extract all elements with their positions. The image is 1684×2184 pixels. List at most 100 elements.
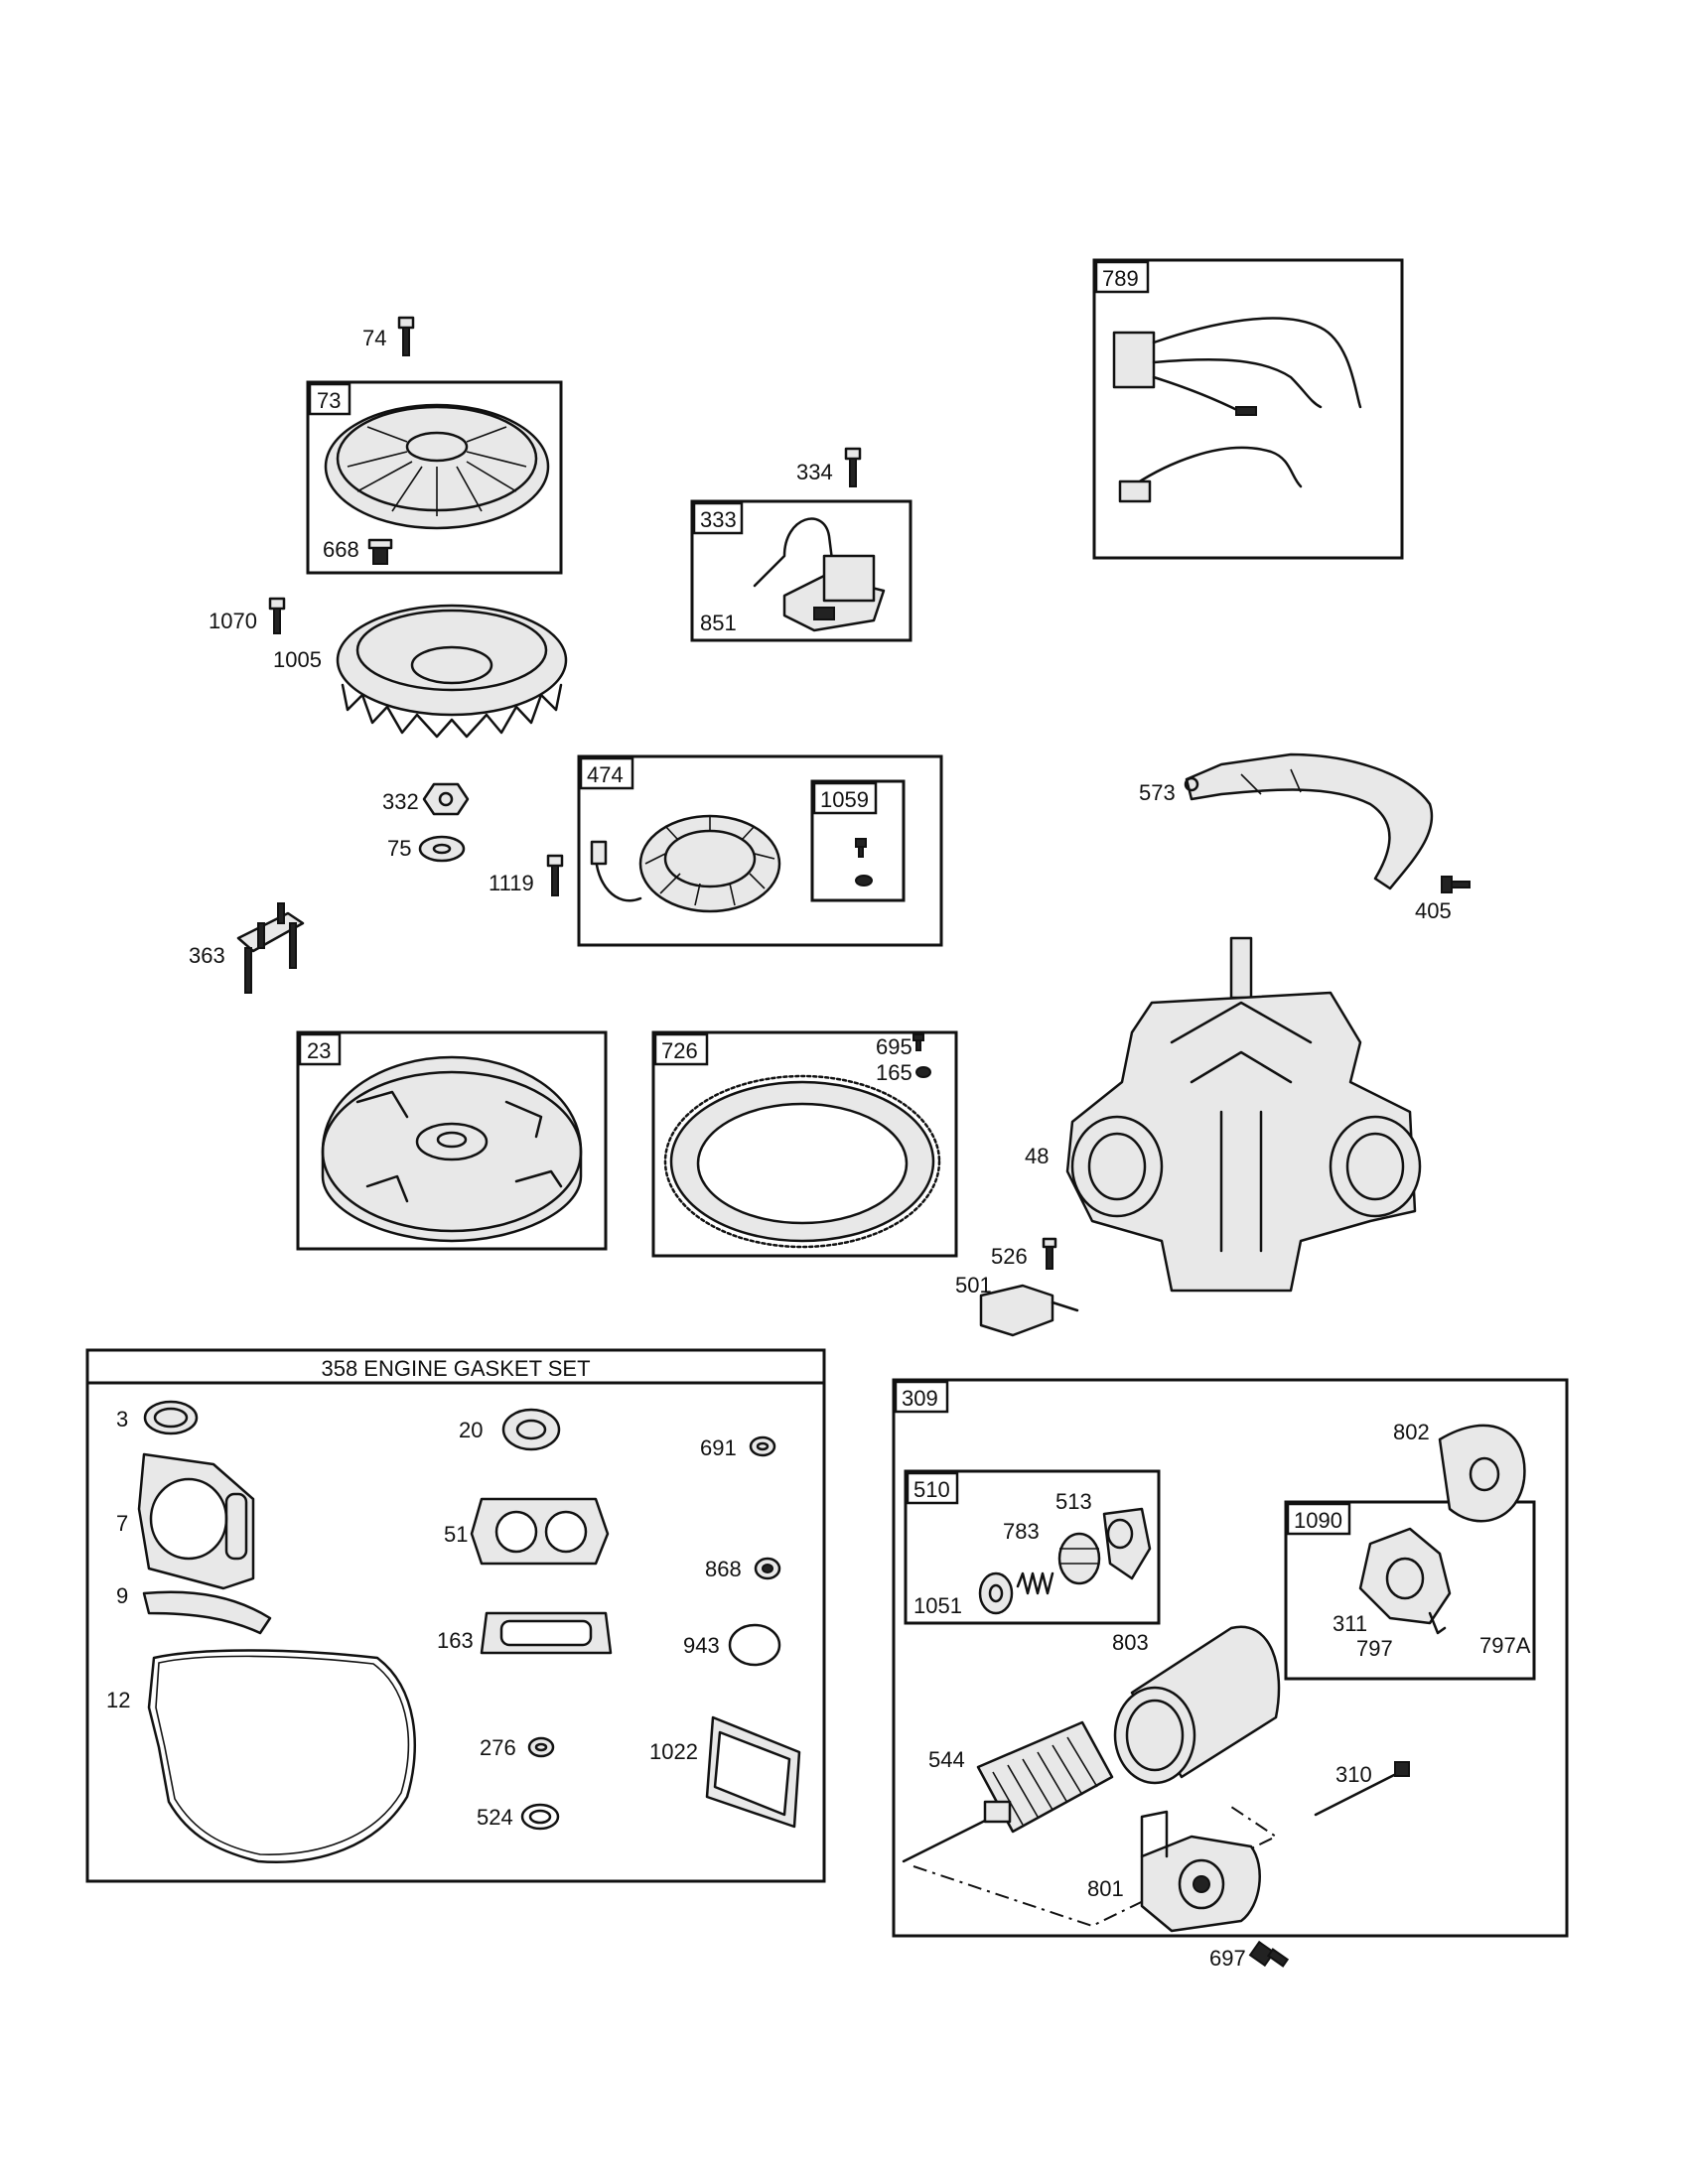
gasket-9 (142, 1590, 272, 1635)
label-851: 851 (700, 611, 737, 635)
label-1119: 1119 (489, 871, 534, 895)
label-20: 20 (459, 1418, 483, 1442)
label-797A: 797A (1479, 1633, 1531, 1658)
bolt-74 (397, 316, 415, 356)
label-1022: 1022 (649, 1739, 698, 1764)
seal-20 (501, 1408, 561, 1451)
box-309-starter: 309 510 513 783 1051 1090 (892, 1378, 1569, 1938)
seal-868 (754, 1557, 781, 1580)
label-165: 165 (876, 1060, 912, 1085)
blower-housing (324, 403, 550, 530)
label-513: 513 (1055, 1489, 1092, 1514)
label-74: 74 (362, 326, 386, 350)
washer-75 (418, 835, 466, 863)
box-309-tag: 309 (902, 1386, 938, 1411)
oring-943 (728, 1623, 781, 1667)
box-510: 510 513 783 1051 (904, 1469, 1161, 1625)
gasket-51 (470, 1497, 610, 1566)
label-310: 310 (1335, 1762, 1372, 1787)
label-526: 526 (991, 1244, 1028, 1269)
washer-1059 (855, 875, 873, 887)
label-868: 868 (705, 1557, 742, 1581)
brush-holder (1358, 1527, 1452, 1635)
end-frame-801 (1140, 1810, 1261, 1933)
label-1051: 1051 (913, 1593, 962, 1618)
box-333: 333 851 (690, 499, 912, 642)
label-697: 697 (1209, 1946, 1246, 1971)
stator (590, 814, 781, 913)
bolt-526 (1042, 1237, 1057, 1270)
gasket-set-title: 358 ENGINE GASKET SET (321, 1356, 590, 1381)
box-1059-tag: 1059 (820, 787, 869, 812)
box-23-tag: 23 (307, 1038, 331, 1063)
bolt-1119 (546, 854, 564, 896)
pinion-assembly (978, 1507, 1152, 1615)
label-51: 51 (444, 1522, 468, 1547)
label-943: 943 (683, 1633, 720, 1658)
box-789-tag: 789 (1102, 266, 1139, 291)
box-73-tag: 73 (317, 388, 341, 413)
box-1090-tag: 1090 (1294, 1508, 1342, 1533)
flywheel (321, 1055, 583, 1243)
label-75: 75 (387, 836, 411, 861)
box-726: 726 695 165 (651, 1030, 958, 1258)
seal-276 (527, 1736, 555, 1758)
box-1090: 1090 311 797 797A (1284, 1500, 1536, 1681)
gasket-163 (480, 1611, 613, 1655)
label-12: 12 (106, 1688, 130, 1712)
regulator-501 (979, 1284, 1079, 1337)
label-783: 783 (1003, 1519, 1040, 1544)
label-668: 668 (323, 537, 359, 562)
bolt-668 (367, 538, 393, 565)
label-7: 7 (116, 1511, 128, 1536)
box-474: 474 1059 (577, 754, 943, 947)
label-3: 3 (116, 1407, 128, 1432)
seal-691 (749, 1435, 776, 1457)
through-bolt-310 (1314, 1761, 1410, 1817)
label-802: 802 (1393, 1420, 1430, 1444)
label-803: 803 (1112, 1630, 1149, 1655)
box-23: 23 (296, 1030, 608, 1251)
bracket-363 (236, 902, 305, 994)
label-163: 163 (437, 1628, 474, 1653)
fan-1005 (336, 604, 568, 739)
label-695: 695 (876, 1034, 912, 1059)
label-691: 691 (700, 1435, 737, 1460)
bolt-334 (844, 447, 862, 487)
end-cap-802 (1438, 1424, 1526, 1523)
label-1005: 1005 (273, 647, 322, 672)
label-332: 332 (382, 789, 419, 814)
label-524: 524 (477, 1805, 513, 1830)
head-gasket-7 (137, 1452, 255, 1590)
seal-3 (143, 1400, 199, 1435)
box-510-tag: 510 (913, 1477, 950, 1502)
label-544: 544 (928, 1747, 965, 1772)
housing-803 (1113, 1625, 1281, 1785)
label-501: 501 (955, 1273, 992, 1297)
wiring-harness (1112, 317, 1362, 503)
box-333-tag: 333 (700, 507, 737, 532)
label-276: 276 (480, 1735, 516, 1760)
label-405: 405 (1415, 898, 1452, 923)
armature-544 (902, 1720, 1114, 1863)
box-726-tag: 726 (661, 1038, 698, 1063)
screw-1059 (855, 838, 867, 858)
bolt-405 (1441, 876, 1471, 893)
bolt-1070 (268, 597, 286, 634)
gasket-1022 (705, 1715, 801, 1829)
ring-gear (663, 1074, 941, 1249)
box-358-engine-gasket-set: 358 ENGINE GASKET SET 3 7 9 12 20 (85, 1348, 826, 1883)
label-9: 9 (116, 1583, 128, 1608)
screw-695 (912, 1033, 924, 1051)
nut-332 (422, 782, 470, 816)
washer-165 (915, 1066, 931, 1078)
label-801: 801 (1087, 1876, 1124, 1901)
label-573: 573 (1139, 780, 1176, 805)
shield-573 (1184, 752, 1434, 890)
label-311: 311 (1333, 1611, 1367, 1636)
seal-524 (520, 1803, 560, 1831)
label-797: 797 (1356, 1636, 1393, 1661)
box-1059: 1059 (810, 779, 906, 902)
crankcase-48 (1065, 936, 1422, 1293)
